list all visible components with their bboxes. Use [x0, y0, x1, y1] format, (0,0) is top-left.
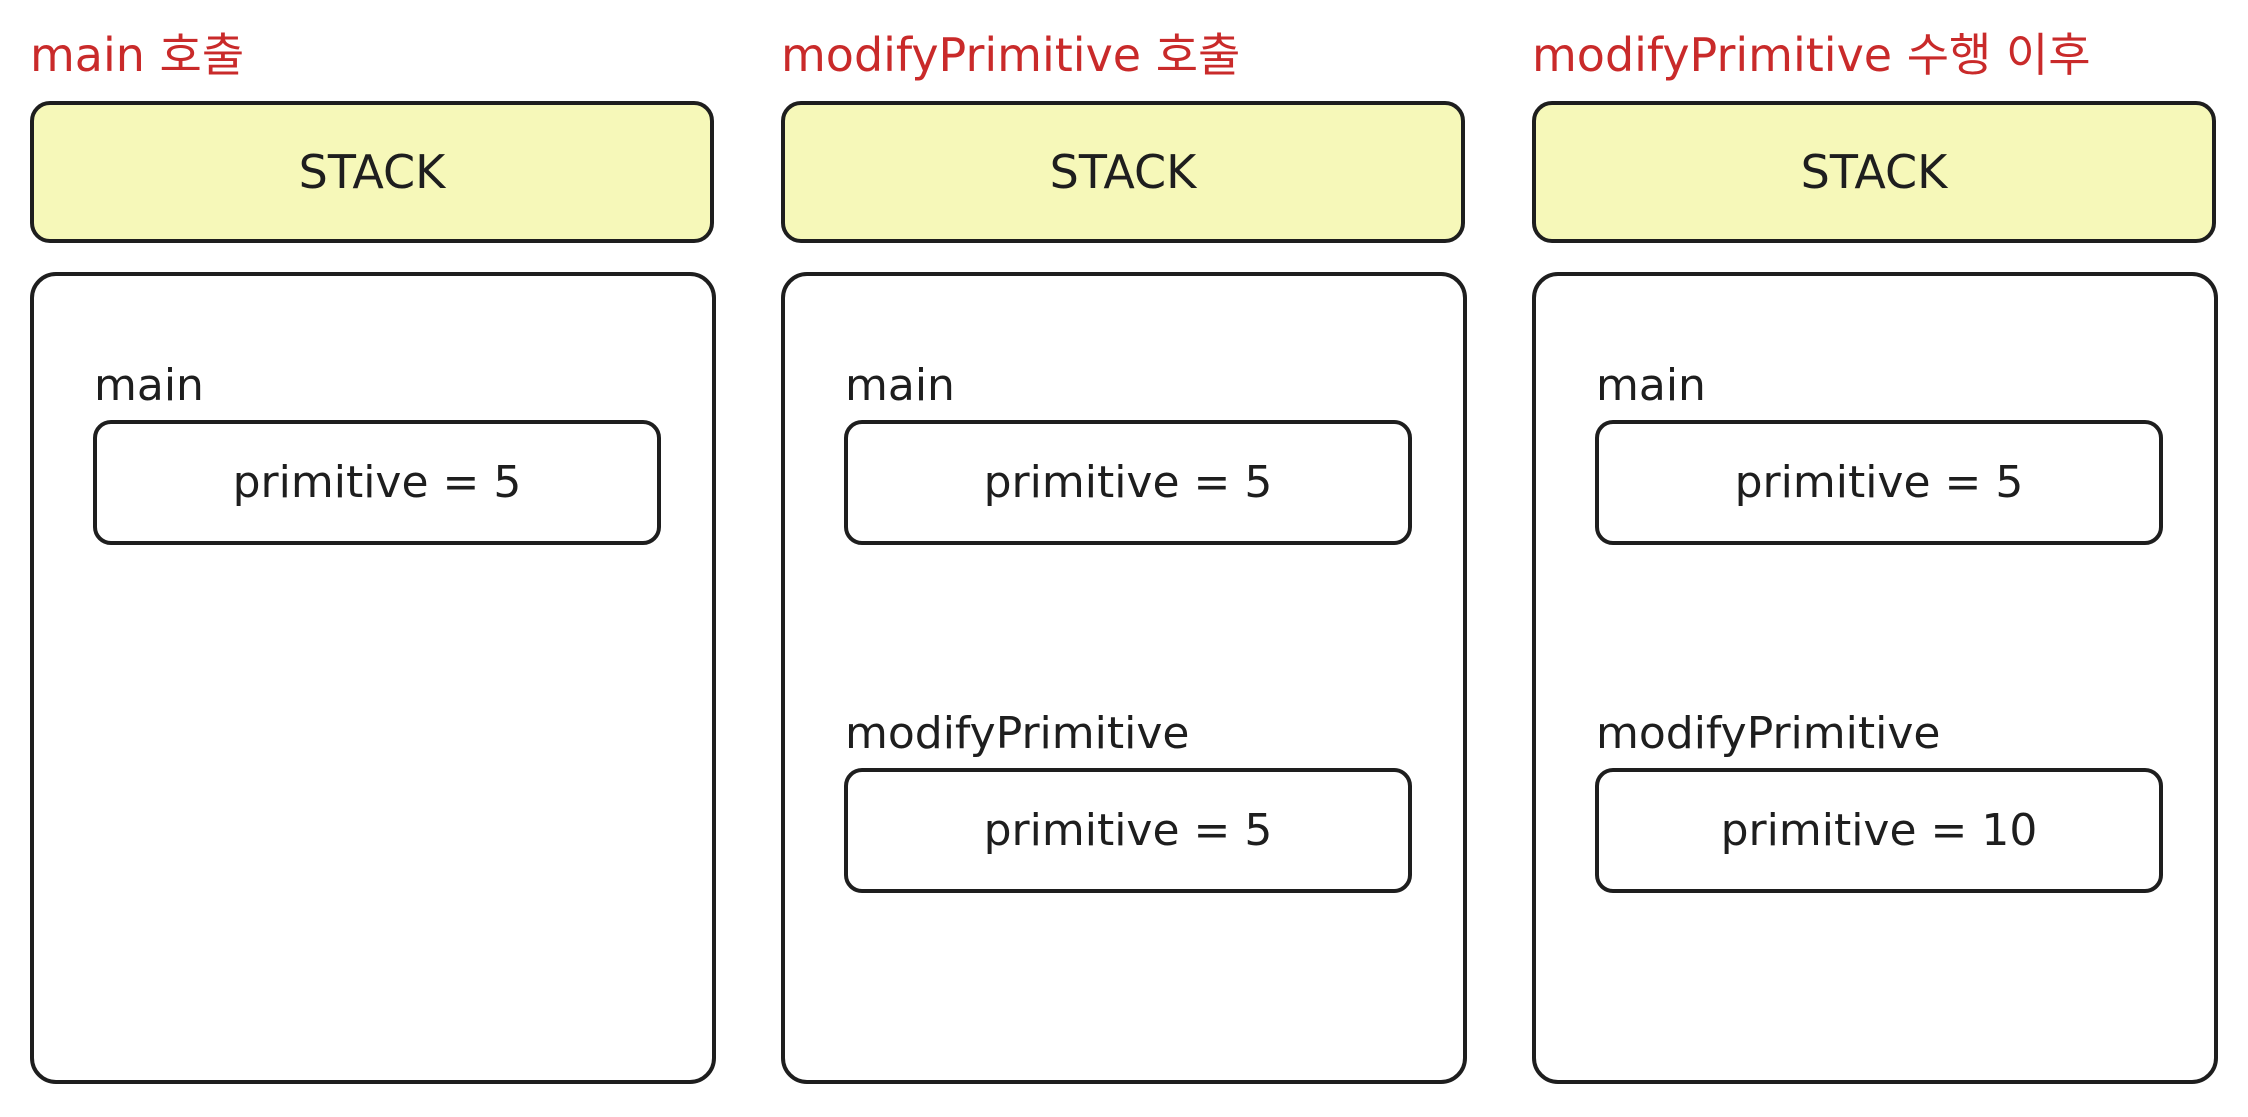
panel-caption: modifyPrimitive 수행 이후 [1532, 28, 2091, 82]
panel-modify-after: modifyPrimitive 수행 이후 STACK main primiti… [1530, 0, 2226, 1117]
frame-label-main: main [94, 360, 204, 411]
panel-modify-call: modifyPrimitive 호출 STACK main primitive … [779, 0, 1475, 1117]
stack-body: main primitive = 5 modifyPrimitive primi… [781, 272, 1467, 1084]
stack-header: STACK [30, 101, 714, 243]
frame-label-main: main [845, 360, 955, 411]
variable-box-modify-primitive: primitive = 5 [844, 768, 1412, 893]
variable-box-modify-primitive: primitive = 10 [1595, 768, 2163, 893]
panel-main-call: main 호출 STACK main primitive = 5 [28, 0, 724, 1117]
stack-header: STACK [1532, 101, 2216, 243]
stack-header: STACK [781, 101, 1465, 243]
variable-box-main: primitive = 5 [1595, 420, 2163, 545]
frame-label-modify-primitive: modifyPrimitive [845, 708, 1190, 759]
panel-caption: modifyPrimitive 호출 [781, 28, 1241, 82]
stack-body: main primitive = 5 modifyPrimitive primi… [1532, 272, 2218, 1084]
variable-box-main: primitive = 5 [844, 420, 1412, 545]
frame-label-modify-primitive: modifyPrimitive [1596, 708, 1941, 759]
panel-caption: main 호출 [30, 28, 245, 82]
variable-box-main: primitive = 5 [93, 420, 661, 545]
frame-label-main: main [1596, 360, 1706, 411]
stack-body: main primitive = 5 [30, 272, 716, 1084]
